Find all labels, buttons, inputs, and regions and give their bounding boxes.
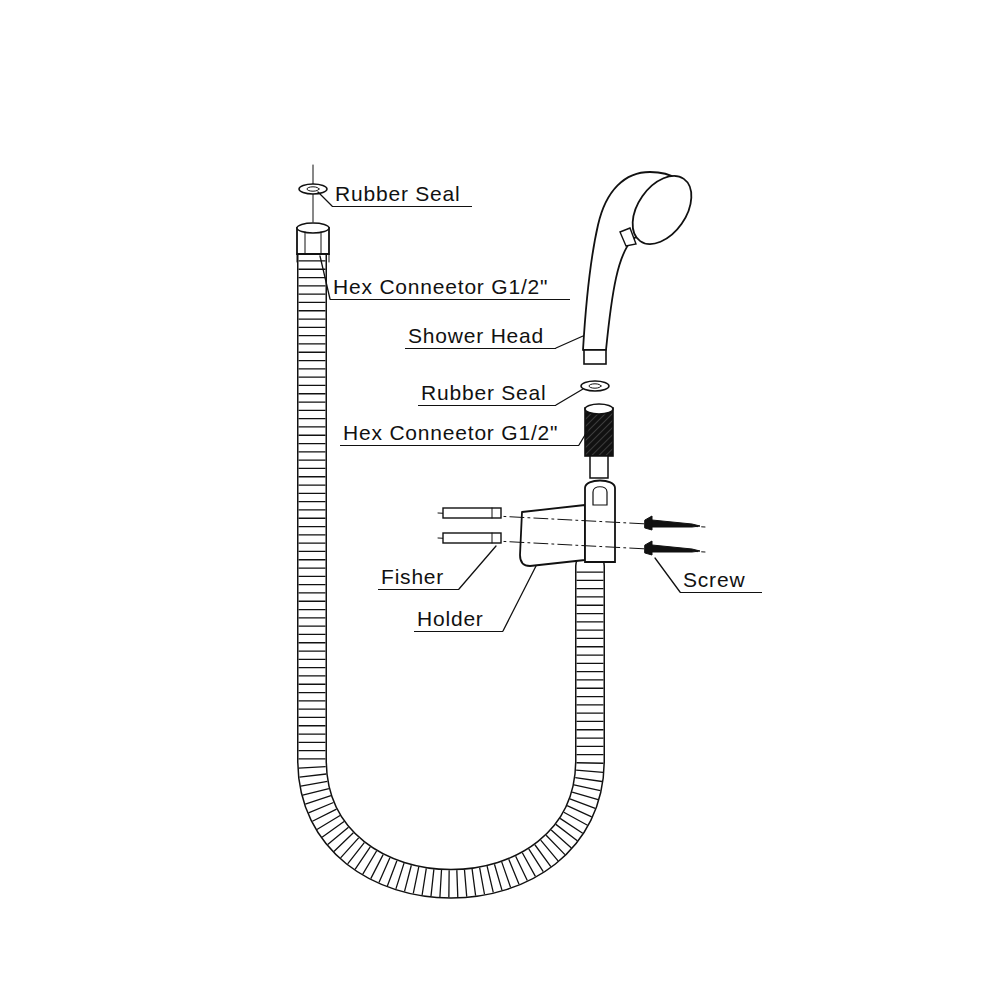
part-label: Hex Conneetor G1/2" [340,422,579,446]
part-label: Rubber Seal [332,183,472,207]
part-label: Screw [680,569,762,593]
part-label: Shower Head [405,325,556,349]
part-label: Holder [414,608,503,632]
part-label: Fisher [378,566,459,590]
part-label: Hex Conneetor G1/2" [330,276,570,300]
part-label: Rubber Seal [418,382,556,406]
